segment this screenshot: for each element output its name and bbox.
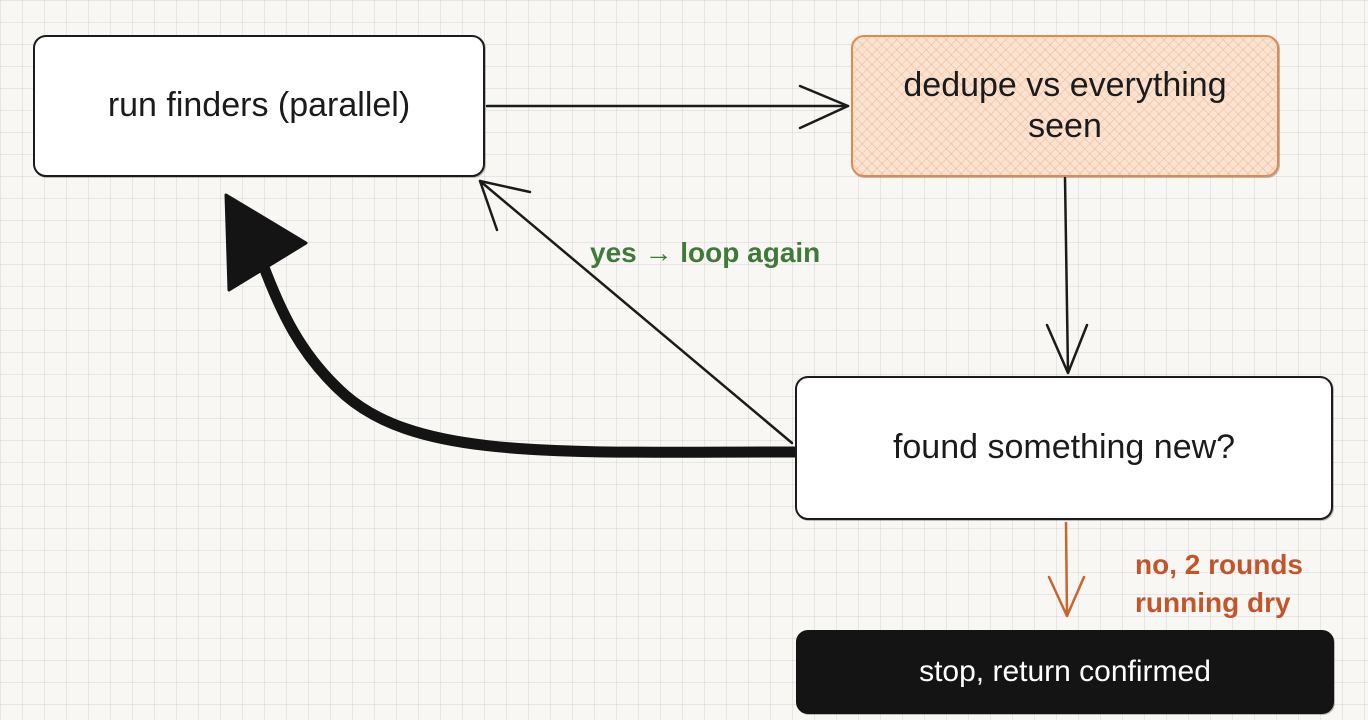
node-run-finders-label: run finders (parallel) xyxy=(107,86,411,125)
edge-yes-loop-line xyxy=(478,179,794,445)
edge-yes-loop xyxy=(478,179,794,445)
node-run-finders: run finders (parallel) xyxy=(33,35,485,177)
node-stop-label: stop, return confirmed xyxy=(919,654,1211,688)
edge-dedupe-to-found-arrowhead xyxy=(1045,323,1089,375)
edge-thick-loop-arrowhead xyxy=(224,193,308,292)
edge-yes-loop-arrowhead xyxy=(478,179,532,232)
edge-thick-loop xyxy=(224,193,800,458)
edge-dedupe-to-found-line xyxy=(1063,176,1070,374)
node-found-something-new-label: found something new? xyxy=(892,428,1236,467)
edge-run-to-dedupe-arrowhead xyxy=(798,84,850,130)
node-stop: stop, return confirmed xyxy=(796,630,1334,714)
edge-no-label-line-1: no, 2 rounds xyxy=(1135,549,1303,580)
edge-no-label-line-2: running dry xyxy=(1135,586,1291,618)
edge-no-line xyxy=(1064,521,1069,618)
edge-dedupe-to-found xyxy=(1045,176,1089,375)
edge-no-arrowhead xyxy=(1047,575,1086,618)
edge-yes-label: yes → loop again xyxy=(590,237,821,268)
node-dedupe: dedupe vs everything seen xyxy=(851,35,1279,177)
node-dedupe-label: dedupe vs everything seen xyxy=(903,65,1227,145)
node-found-something-new: found something new? xyxy=(795,376,1333,520)
edge-thick-loop-line xyxy=(256,256,800,458)
edge-no-label: no, 2 rounds running dry xyxy=(1135,546,1350,622)
edge-no xyxy=(1047,521,1086,618)
edge-run-to-dedupe xyxy=(485,84,850,130)
